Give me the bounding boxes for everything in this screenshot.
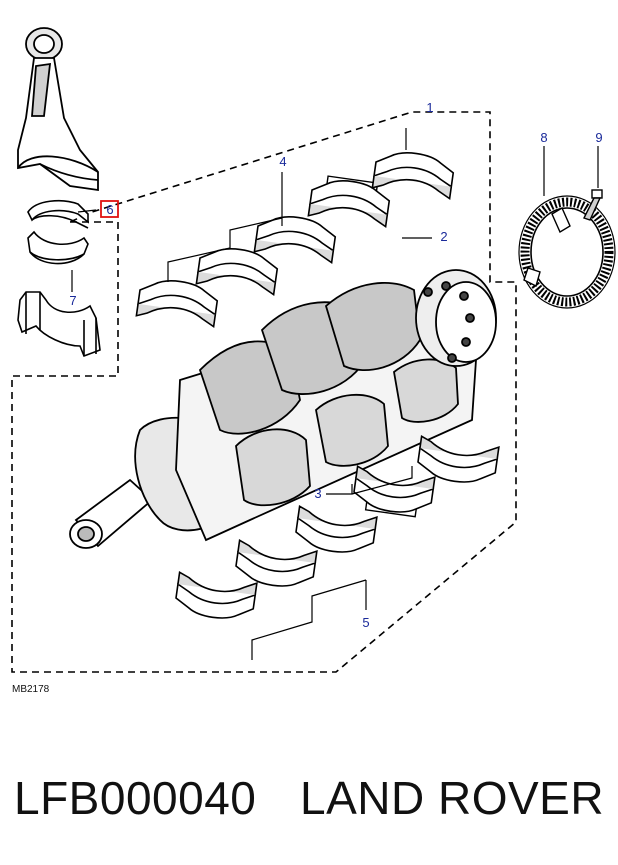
main-bearing-shell-upper-5: [371, 147, 456, 200]
callout-8: 8: [540, 130, 547, 145]
leader-lines: [71, 128, 599, 660]
caption-panel: [0, 720, 618, 865]
conrod-bearing-upper: [27, 199, 89, 229]
conrod-bearing-lower: [27, 230, 89, 265]
main-bearing-shell-upper-1: [135, 275, 220, 328]
callout-6: 6: [106, 202, 113, 217]
figure-code: MB2178: [12, 684, 50, 695]
ring-bolt: [583, 189, 603, 221]
callout-9: 9: [595, 130, 602, 145]
main-bearing-shell-upper-3: [253, 211, 338, 264]
reluctor-ring: [518, 195, 616, 309]
callout-7: 7: [69, 293, 76, 308]
main-bearing-shell-lower-2: [233, 539, 318, 592]
callout-1: 1: [426, 100, 433, 115]
conrod-cap: [17, 291, 101, 358]
crankshaft: [69, 269, 497, 549]
main-bearing-shell-upper-2: [195, 243, 280, 296]
callout-4: 4: [279, 154, 286, 169]
parts-diagram: 1 2 3 4 5 6 7 8 9 MB2178: [11, 27, 616, 695]
callout-2: 2: [440, 229, 447, 244]
callout-6-highlight-box: [100, 200, 119, 218]
main-bearing-shell-lower-1: [173, 571, 258, 624]
callout-3: 3: [314, 486, 321, 501]
connecting-rod: [17, 27, 99, 192]
brand-name: LAND ROVER: [300, 772, 605, 824]
exploded-view-drawing: 1 2 3 4 5 6 7 8 9 MB2178: [11, 27, 616, 695]
callout-5: 5: [362, 615, 369, 630]
thrust-bearing-shell-lower: [351, 465, 436, 518]
main-bearing-shell-lower-3: [293, 505, 378, 558]
part-number: LFB000040: [14, 772, 257, 824]
